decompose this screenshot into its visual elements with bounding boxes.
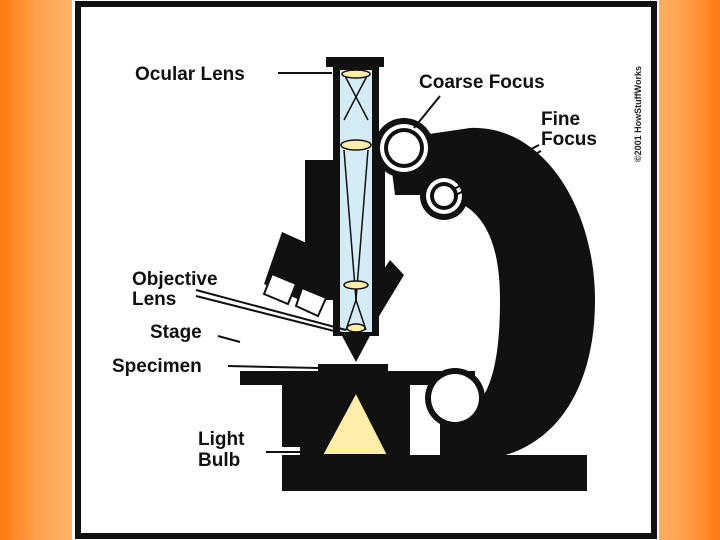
label-objective-1: Objective <box>132 269 218 290</box>
turret-windows <box>262 272 328 318</box>
specimen-slide <box>318 364 388 372</box>
credit-text: ©2001 HowStuffWorks <box>633 66 643 162</box>
label-light-2: Bulb <box>198 450 240 471</box>
coarse-focus-knob <box>374 118 434 178</box>
objective-lens-element <box>346 323 366 333</box>
light-beam <box>320 389 390 456</box>
light-knob <box>425 368 485 428</box>
labels: Ocular Lens Coarse Focus Fine Focus Obje… <box>112 64 597 471</box>
fine-focus-knob <box>420 172 468 220</box>
label-ocular-lens: Ocular Lens <box>135 64 245 85</box>
stage-platform <box>240 371 475 385</box>
optical-tube <box>326 57 384 362</box>
label-stage: Stage <box>150 322 202 343</box>
arm <box>388 127 595 460</box>
label-specimen: Specimen <box>112 356 202 377</box>
label-coarse-focus: Coarse Focus <box>419 72 545 93</box>
knobs <box>374 118 485 428</box>
base <box>282 455 587 491</box>
label-fine-focus-2: Focus <box>541 129 597 150</box>
label-fine-focus-1: Fine <box>541 109 580 130</box>
ocular-lens-element <box>341 69 371 79</box>
leader-lines <box>195 72 542 453</box>
label-light-1: Light <box>198 429 245 450</box>
label-objective-2: Lens <box>132 289 176 310</box>
